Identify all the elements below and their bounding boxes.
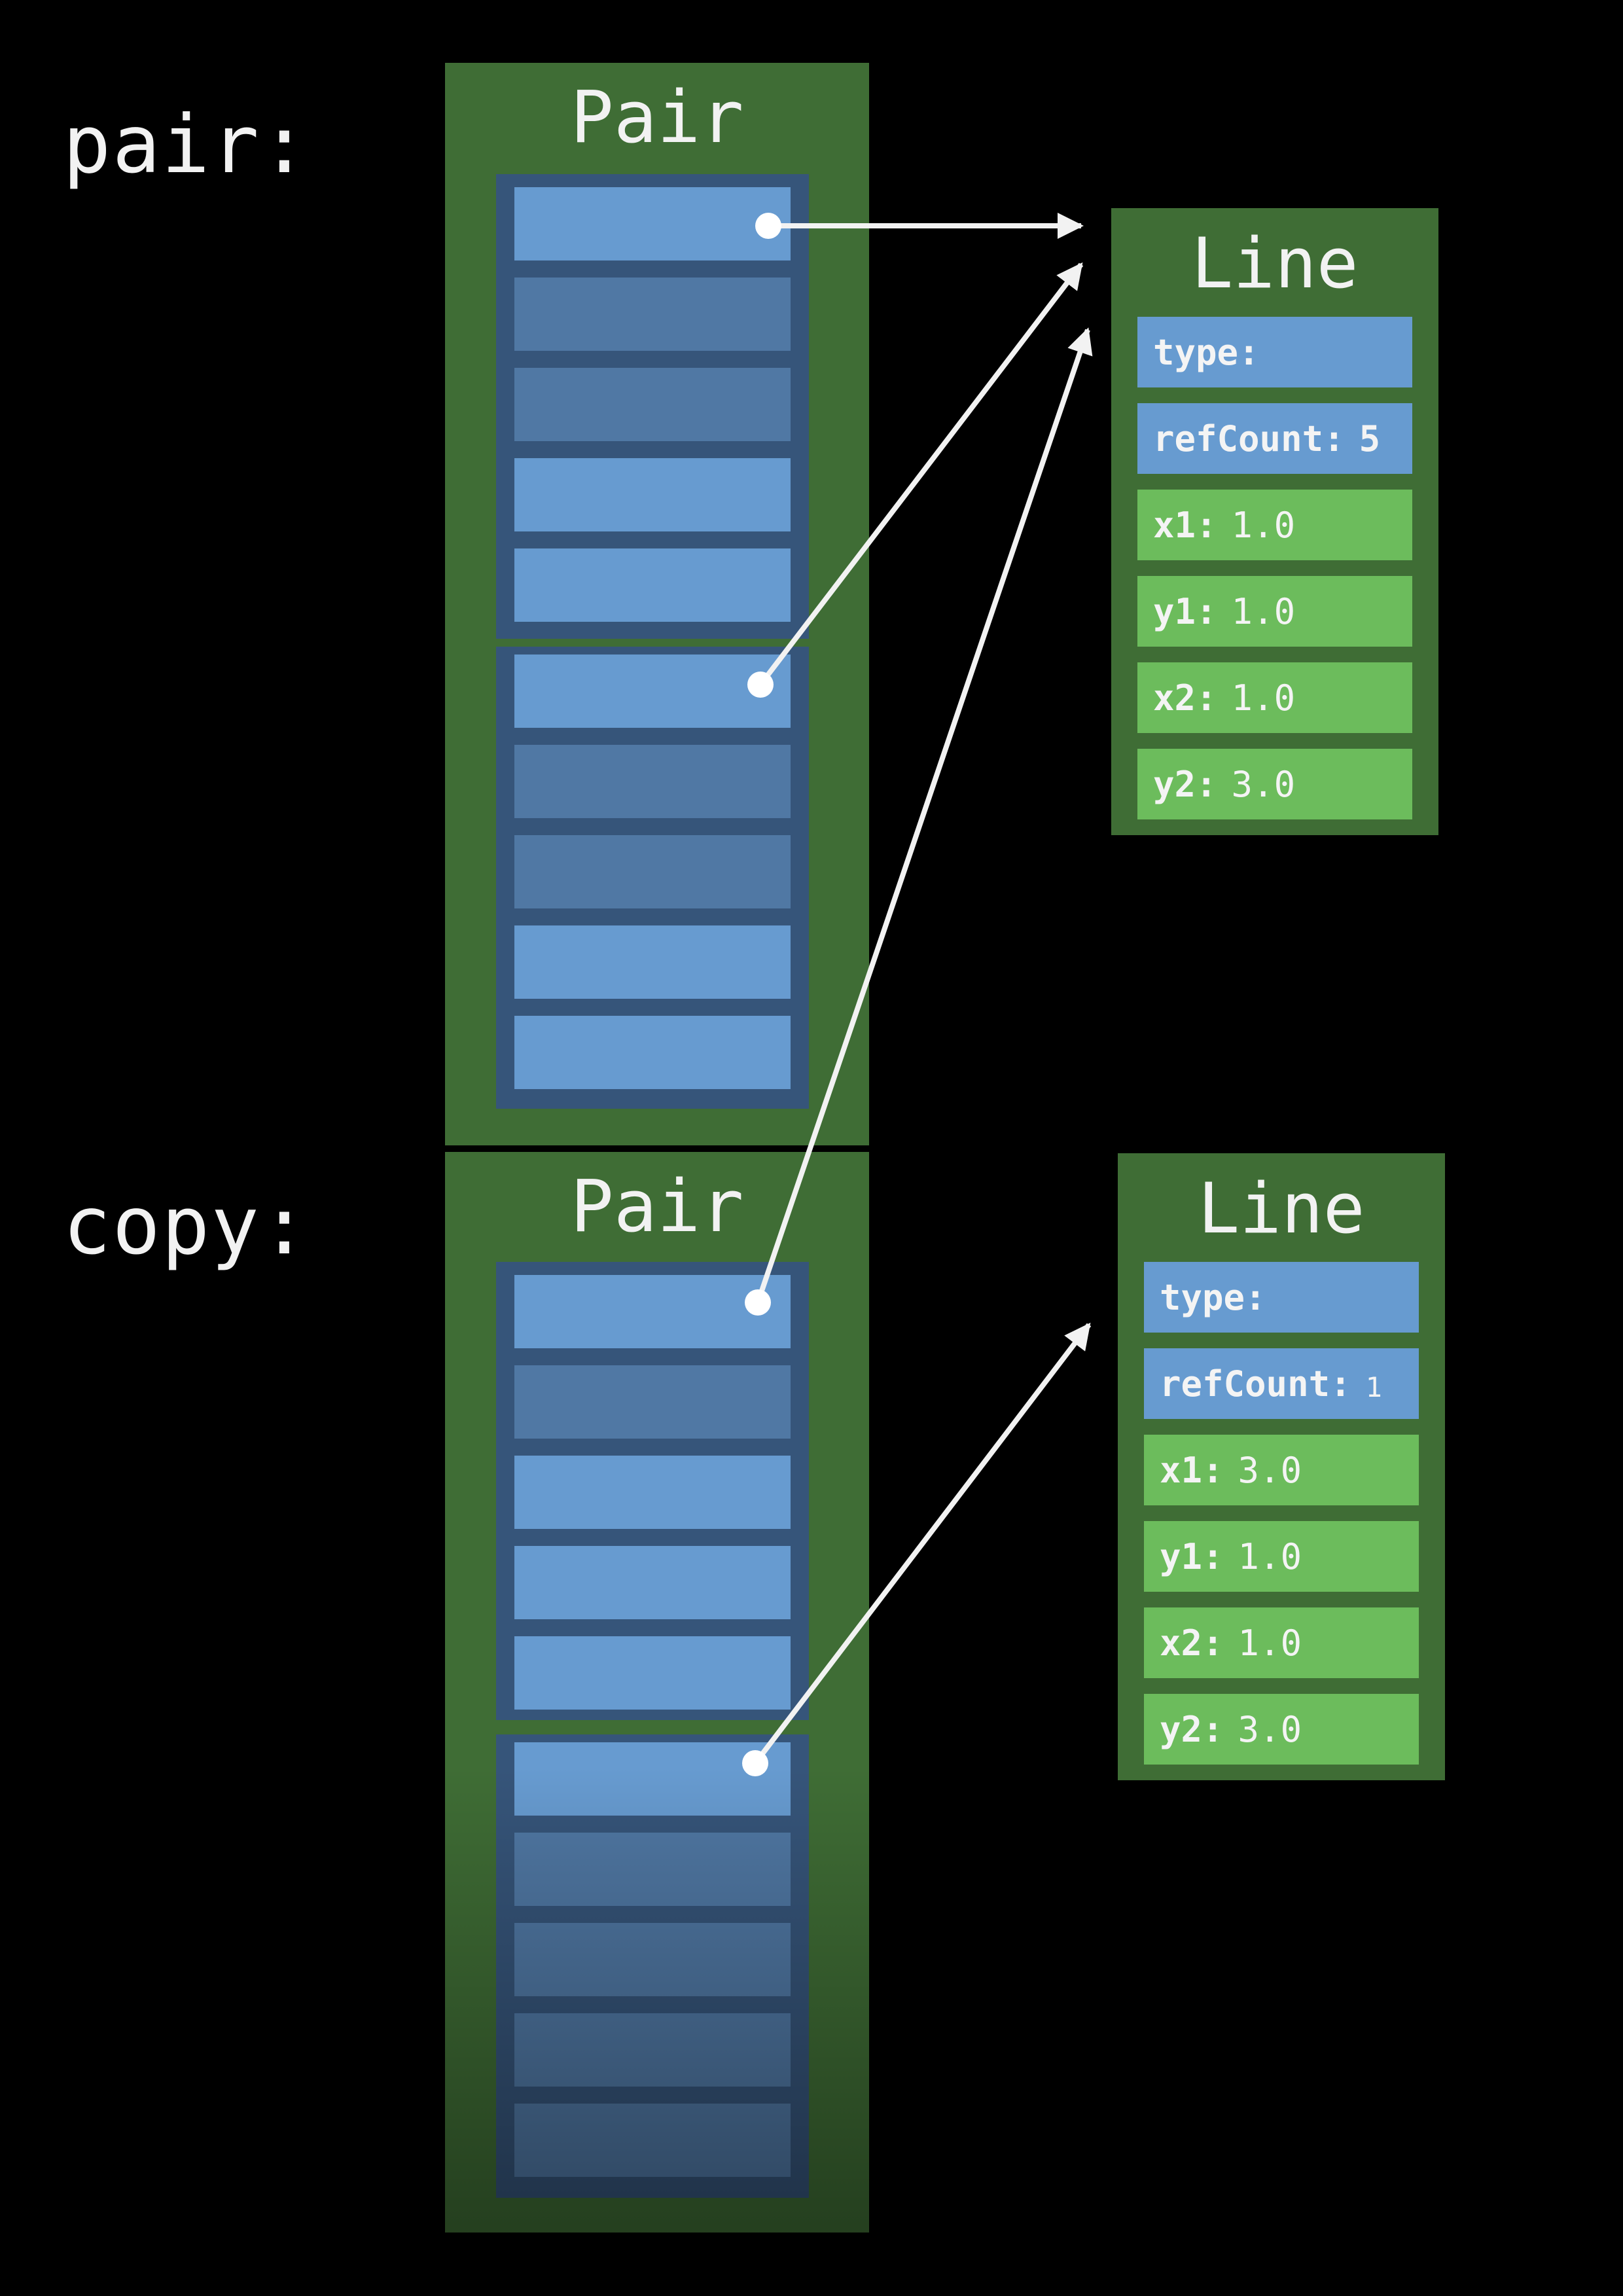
field-key: x2: xyxy=(1153,677,1217,719)
field-key: y2: xyxy=(1153,763,1217,805)
storage-slot xyxy=(514,1016,791,1089)
storage-slot xyxy=(514,1636,791,1710)
field-value: 3.0 xyxy=(1231,763,1296,805)
storage-slot xyxy=(514,548,791,622)
field-key: x1: xyxy=(1160,1449,1224,1491)
field-y2: y2: 3.0 xyxy=(1137,749,1412,819)
field-y1: y1: 1.0 xyxy=(1137,576,1412,647)
arrow-pair-first-to-shared-line xyxy=(755,213,1084,239)
field-refcount: refCount: 5 xyxy=(1137,403,1412,474)
line-title: Line xyxy=(1198,1168,1365,1249)
field-value: 1.0 xyxy=(1238,1622,1302,1664)
field-value: 1.0 xyxy=(1231,504,1296,546)
pointer-slot xyxy=(514,187,791,260)
storage-slot xyxy=(514,458,791,531)
field-y2: y2: 3.0 xyxy=(1144,1694,1419,1765)
storage-slot xyxy=(514,1365,791,1439)
storage-slot xyxy=(514,835,791,908)
field-key: x2: xyxy=(1160,1622,1224,1664)
field-value: 1.0 xyxy=(1231,590,1296,632)
field-value: 1.0 xyxy=(1238,1535,1302,1577)
field-key: type: xyxy=(1160,1276,1266,1318)
pair-field-group-first xyxy=(496,174,809,639)
arrow-copy-first-to-shared-line xyxy=(745,327,1093,1316)
field-value: 3.0 xyxy=(1238,1449,1302,1491)
pair-field-group-first xyxy=(496,1262,809,1720)
storage-slot xyxy=(514,278,791,351)
variable-label-copy: copy: xyxy=(63,1179,310,1272)
pointer-slot xyxy=(514,1742,791,1816)
field-value: 5 xyxy=(1359,418,1381,459)
field-value: 1.0 xyxy=(1231,677,1296,719)
storage-slot xyxy=(514,1923,791,1996)
field-type: type: xyxy=(1144,1262,1419,1333)
storage-slot xyxy=(514,745,791,818)
arrow-pair-second-to-shared-line xyxy=(747,262,1084,698)
field-type: type: xyxy=(1137,317,1412,387)
field-key: refCount: xyxy=(1160,1363,1351,1405)
storage-slot xyxy=(514,2013,791,2087)
line-title: Line xyxy=(1191,223,1359,304)
field-x2: x2: 1.0 xyxy=(1137,662,1412,733)
field-refcount: refCount: 1 xyxy=(1144,1348,1419,1419)
arrow-copy-second-to-unique-line xyxy=(742,1322,1092,1776)
line-object-shared: Line type: refCount: 5 x1: 1.0 y1: 1.0 x… xyxy=(1111,208,1438,835)
variable-label-pair: pair: xyxy=(63,98,310,191)
line-object-unique: Line type: refCount: 1 x1: 3.0 y1: 1.0 x… xyxy=(1118,1153,1445,1780)
pointer-slot xyxy=(514,1275,791,1348)
field-key: y2: xyxy=(1160,1708,1224,1750)
pair-object-original: Pair xyxy=(445,63,869,1145)
storage-slot xyxy=(514,1546,791,1619)
field-x1: x1: 1.0 xyxy=(1137,490,1412,560)
field-key: type: xyxy=(1153,331,1260,373)
field-key: x1: xyxy=(1153,504,1217,546)
storage-slot xyxy=(514,1833,791,1906)
field-value: 3.0 xyxy=(1238,1708,1302,1750)
field-x1: x1: 3.0 xyxy=(1144,1435,1419,1505)
pair-title: Pair xyxy=(570,75,744,159)
storage-slot xyxy=(514,925,791,999)
pair-title: Pair xyxy=(570,1164,744,1248)
storage-slot xyxy=(514,1456,791,1529)
field-key: y1: xyxy=(1153,590,1217,632)
pair-field-group-second xyxy=(496,1734,809,2198)
field-value: 1 xyxy=(1365,1371,1382,1403)
storage-slot xyxy=(514,2104,791,2177)
pair-field-group-second xyxy=(496,647,809,1109)
storage-slot xyxy=(514,368,791,441)
field-key: y1: xyxy=(1160,1535,1224,1577)
field-key: refCount: xyxy=(1153,418,1345,459)
pointer-slot xyxy=(514,655,791,728)
pair-object-copy: Pair xyxy=(445,1152,869,2233)
field-x2: x2: 1.0 xyxy=(1144,1607,1419,1678)
field-y1: y1: 1.0 xyxy=(1144,1521,1419,1592)
